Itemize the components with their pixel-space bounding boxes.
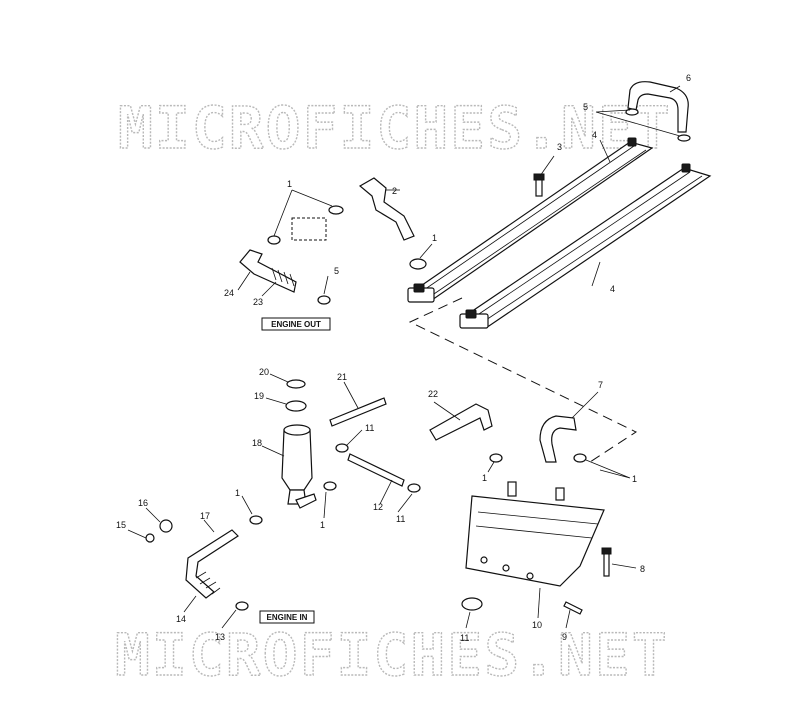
clamp-icon [328,205,344,215]
svg-text:ENGINE OUT: ENGINE OUT [271,320,321,329]
engine-in-label: ENGINE IN [259,610,315,624]
callout-11: 11 [396,514,405,524]
bolt-icon [601,547,612,577]
heat-exchanger-upper [407,137,654,303]
callout-10: 10 [532,620,542,630]
hose-22 [429,403,493,441]
callout-1: 1 [235,488,240,498]
clamp-icon [489,453,503,463]
callout-14: 14 [176,614,186,624]
callout-5: 5 [334,266,339,276]
callout-9: 9 [562,632,567,642]
callout-7: 7 [598,380,603,390]
callout-4: 4 [592,130,597,140]
spring-icon [195,571,221,595]
reservoir-cap-gasket [286,379,306,389]
leader-lines [127,85,681,629]
callout-2: 2 [392,186,397,196]
callout-6: 6 [686,73,691,83]
clamp-icon [249,515,263,525]
clamp-icon [625,108,639,116]
callout-11: 11 [460,633,469,643]
callout-15: 15 [116,520,126,530]
reservoir-cap [285,400,307,412]
callout-24: 24 [224,288,234,298]
screw-icon [563,601,583,615]
fitting-icon [159,519,173,533]
callout-1: 1 [632,474,637,484]
routing-dash-line [408,297,638,463]
callout-1: 1 [482,473,487,483]
callout-23: 23 [253,297,263,307]
coolant-reservoir [281,424,317,509]
clamp-icon [323,481,337,491]
callout-3: 3 [557,142,562,152]
cap-icon [461,597,483,611]
washer-icon [145,533,155,543]
callout-18: 18 [252,438,262,448]
callout-22: 22 [428,389,438,399]
crossover-hose [627,81,689,133]
callout-4: 4 [610,284,615,294]
watermark-bottom: MICROFICHES.NET [115,621,669,689]
tube-21 [329,397,387,427]
callout-8: 8 [640,564,645,574]
fitting-dashed [291,217,327,241]
callout-20: 20 [259,367,269,377]
clamp-icon [317,295,331,305]
tube-12 [347,453,405,487]
clamp-icon [407,483,421,493]
hose-7 [539,415,577,463]
engine-out-label: ENGINE OUT [261,317,331,331]
spring-icon [271,267,295,287]
exchanger-housing [465,481,605,587]
clamp-icon [335,443,349,453]
engine-in-hose [185,529,239,599]
callout-numbers: 1 2 1 24 23 5 3 4 4 5 6 20 19 18 21 11 1… [116,73,691,643]
callout-13: 13 [215,632,225,642]
heat-exchanger-lower [459,163,712,329]
bolt-icon [533,173,545,197]
callout-12: 12 [373,502,383,512]
callout-1: 1 [287,179,292,189]
callout-19: 19 [254,391,264,401]
clamp-icon [677,134,691,142]
callout-1: 1 [432,233,437,243]
clamp-icon [573,453,587,463]
watermark-top: MICROFICHES.NET [118,94,672,162]
clamp-icon [267,235,281,245]
svg-text:ENGINE IN: ENGINE IN [267,613,308,622]
callout-16: 16 [138,498,148,508]
upper-hose [358,177,415,241]
engine-out-hose [239,249,297,293]
callout-1: 1 [320,520,325,530]
callout-17: 17 [200,511,210,521]
clamp-icon [409,258,427,270]
callout-5: 5 [583,102,588,112]
callout-21: 21 [337,372,347,382]
clamp-icon [235,601,249,611]
callout-11: 11 [365,423,374,433]
